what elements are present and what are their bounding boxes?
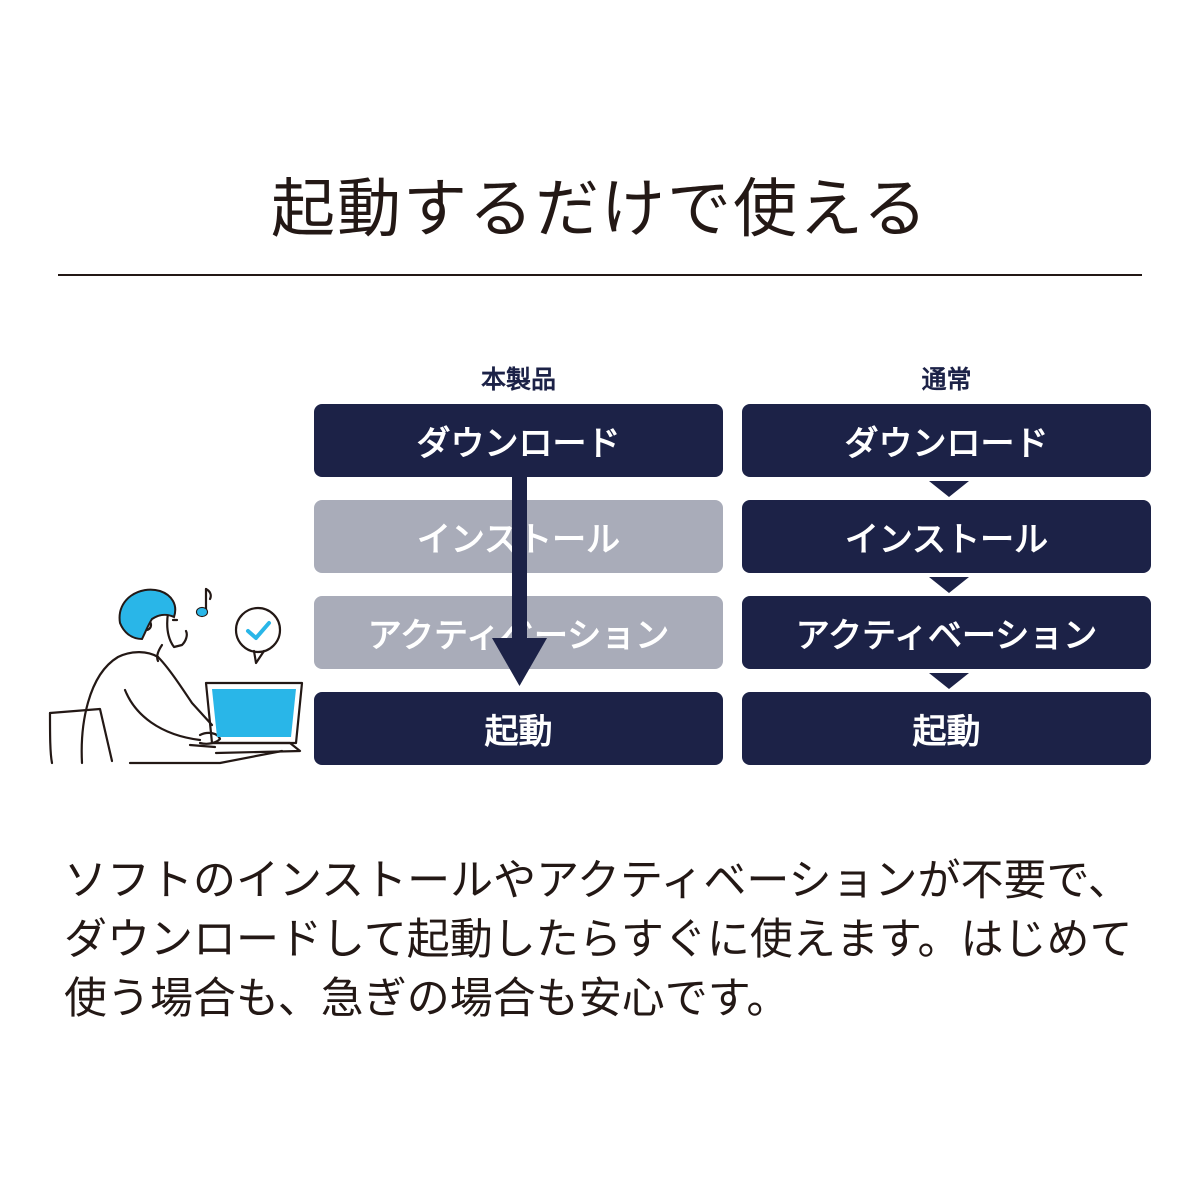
title-divider — [58, 274, 1142, 276]
flow-arrow-2 — [929, 577, 969, 593]
column-heading-normal: 通常 — [921, 365, 972, 394]
normal-step-activation: アクティベーション — [742, 596, 1151, 669]
description-text: ソフトのインストールやアクティベーションが不要で、ダウンロードして起動したらすぐ… — [64, 856, 1133, 1024]
person-laptop-illustration — [48, 587, 304, 765]
normal-step-install: インストール — [742, 500, 1151, 573]
product-step-launch: 起動 — [314, 692, 723, 765]
product-step-download: ダウンロード — [314, 404, 723, 477]
column-heading-product: 本製品 — [480, 365, 556, 394]
normal-step-launch: 起動 — [742, 692, 1151, 765]
flow-arrow-3 — [929, 673, 969, 689]
normal-step-download: ダウンロード — [742, 404, 1151, 477]
flow-arrow-1 — [929, 481, 969, 497]
skip-arrow — [492, 472, 547, 686]
page-title: 起動するだけで使える — [270, 173, 930, 247]
